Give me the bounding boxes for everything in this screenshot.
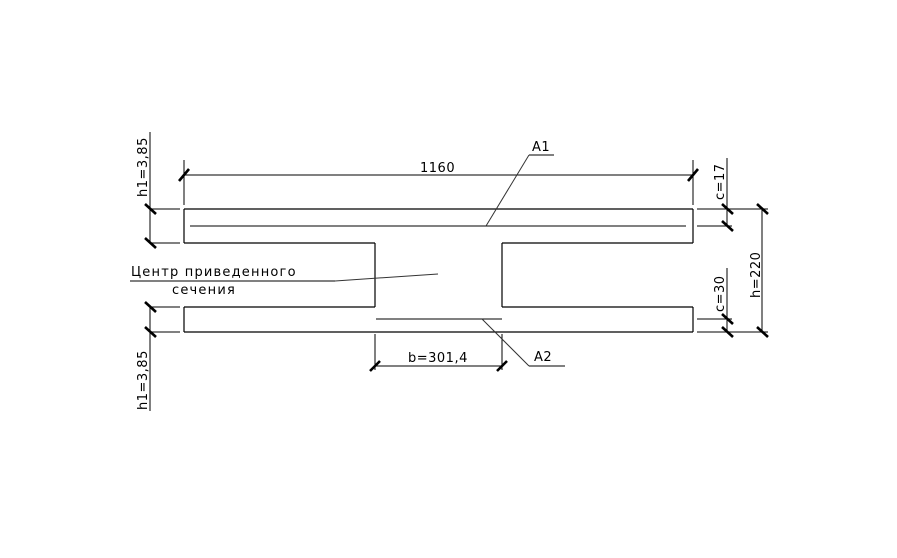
section-outline [183,208,694,333]
dimension-tick [369,360,381,372]
dimension-h1-bottom: h1=3,85 [136,301,180,411]
dimension-label-h1-bottom: h1=3,85 [136,350,151,410]
centroid-label-line1: Центр приведенного [131,265,297,280]
dimension-tick [178,168,190,182]
centroid-annotation: Центр приведенного сечения [130,265,439,298]
leader-line [485,154,530,227]
leader-a2: A2 [481,318,565,367]
dimension-tick [144,326,157,338]
dimension-label-height: h=220 [749,252,764,298]
dimension-label-h1-top: h1=3,85 [136,137,151,197]
dimension-tick [496,360,508,372]
dimension-h1-top: h1=3,85 [136,132,180,249]
dimension-label-c-top: c=17 [713,163,728,200]
leader-line [481,318,530,367]
label-a1: A1 [532,140,550,155]
dimension-top-width: 1160 [178,160,699,205]
dimension-tick [756,326,769,338]
dimension-web-width: b=301,4 [369,334,508,372]
dimension-tick [144,237,157,249]
dimension-tick [687,168,699,182]
dimension-label-top-width: 1160 [420,161,455,176]
dimension-c-bottom: c=30 [697,268,768,338]
dimension-tick [721,326,734,338]
dimension-tick [144,203,157,215]
dimension-tick [721,220,734,232]
dimension-label-c-bottom: c=30 [713,275,728,312]
dimension-total-height: h=220 [732,203,769,338]
label-a2: A2 [534,350,552,365]
dimension-label-web-width: b=301,4 [408,351,468,366]
dimension-tick [144,301,157,313]
dimension-c-top: c=17 [697,158,734,232]
dimension-tick [721,313,734,325]
centroid-leader [334,273,439,282]
leader-a1: A1 [485,140,554,227]
centroid-label-line2: сечения [172,283,236,298]
dimension-tick [721,203,734,215]
dimension-tick [756,203,769,215]
